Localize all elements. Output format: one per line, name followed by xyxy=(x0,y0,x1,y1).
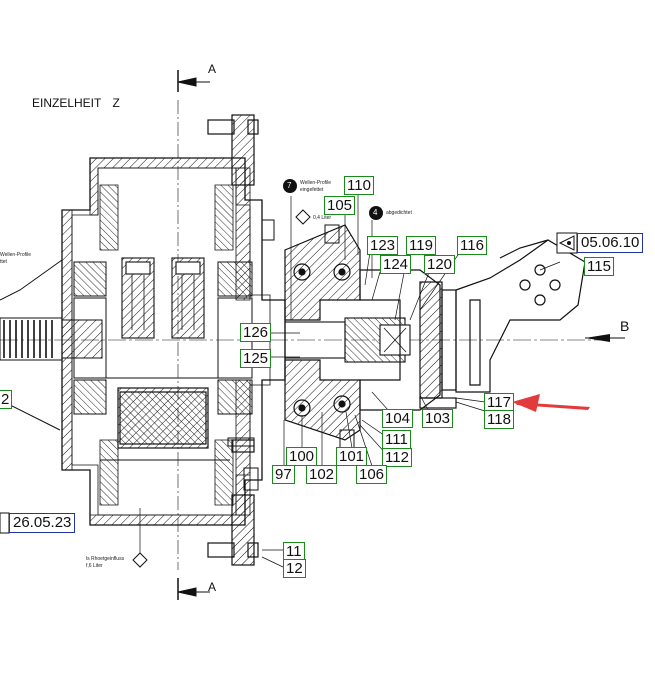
position-115: 115 xyxy=(584,257,614,276)
top-flange xyxy=(207,114,259,186)
position-101: 101 xyxy=(336,447,368,466)
position-124: 124 xyxy=(380,255,412,274)
position-97: 97 xyxy=(272,465,295,484)
left-note-2: ttet xyxy=(0,259,7,265)
position-120: 120 xyxy=(424,255,456,274)
left-shaft xyxy=(0,259,103,431)
bottom-note-2: f,6 Liter xyxy=(86,563,103,569)
section-label-bottom: A xyxy=(208,580,217,594)
note4-marker-text: 4 xyxy=(373,208,378,217)
position-125: 125 xyxy=(240,349,272,368)
position-112: 112 xyxy=(382,448,412,467)
left-note-1: Wellen-Profile xyxy=(0,252,32,258)
position-2: 2 xyxy=(0,390,13,409)
motor xyxy=(359,239,586,411)
diamond-note-text: 0,4 Liter xyxy=(313,215,332,221)
note4-text: abgedichtet xyxy=(386,210,412,216)
section-label-top: A xyxy=(208,62,217,76)
bearing-housing xyxy=(284,224,361,441)
attention-arrow xyxy=(512,394,590,412)
position-104: 104 xyxy=(382,409,414,428)
position-12: 12 xyxy=(283,559,306,578)
position-117: 117 xyxy=(484,393,514,412)
detail-title: EINZELHEIT Z xyxy=(32,96,120,110)
position-116: 116 xyxy=(457,236,487,255)
view-arrow-b xyxy=(585,334,625,342)
note7-text-2: eingefettet xyxy=(300,187,324,193)
pistons xyxy=(121,257,205,339)
section-line-a xyxy=(177,70,210,600)
bottom-note-1: ls Rhoetgeinfluss xyxy=(86,556,125,562)
position-103: 103 xyxy=(422,409,454,428)
position-118: 118 xyxy=(484,410,514,429)
note-markers xyxy=(132,179,383,568)
position-119: 119 xyxy=(406,236,436,255)
position-106: 106 xyxy=(356,465,388,484)
position-100: 100 xyxy=(286,447,318,466)
revision-date-right: 05.06.10 xyxy=(577,233,644,253)
position-105: 105 xyxy=(324,196,356,215)
position-111: 111 xyxy=(382,430,411,449)
view-label-b: B xyxy=(620,318,630,334)
note7-text-1: Wellen-Profile xyxy=(300,180,332,186)
cylinder-block xyxy=(100,377,230,461)
position-110: 110 xyxy=(344,176,374,195)
position-102: 102 xyxy=(306,465,338,484)
revision-markers xyxy=(0,232,578,534)
position-126: 126 xyxy=(240,323,272,342)
position-123: 123 xyxy=(367,236,399,255)
output-shaft xyxy=(284,317,411,363)
detail-letter: Z xyxy=(112,96,120,110)
revision-date-left: 26.05.23 xyxy=(9,513,76,533)
bottom-flange xyxy=(207,439,259,566)
note7-marker-text: 7 xyxy=(287,181,292,190)
detail-title-text: EINZELHEIT xyxy=(32,96,102,110)
